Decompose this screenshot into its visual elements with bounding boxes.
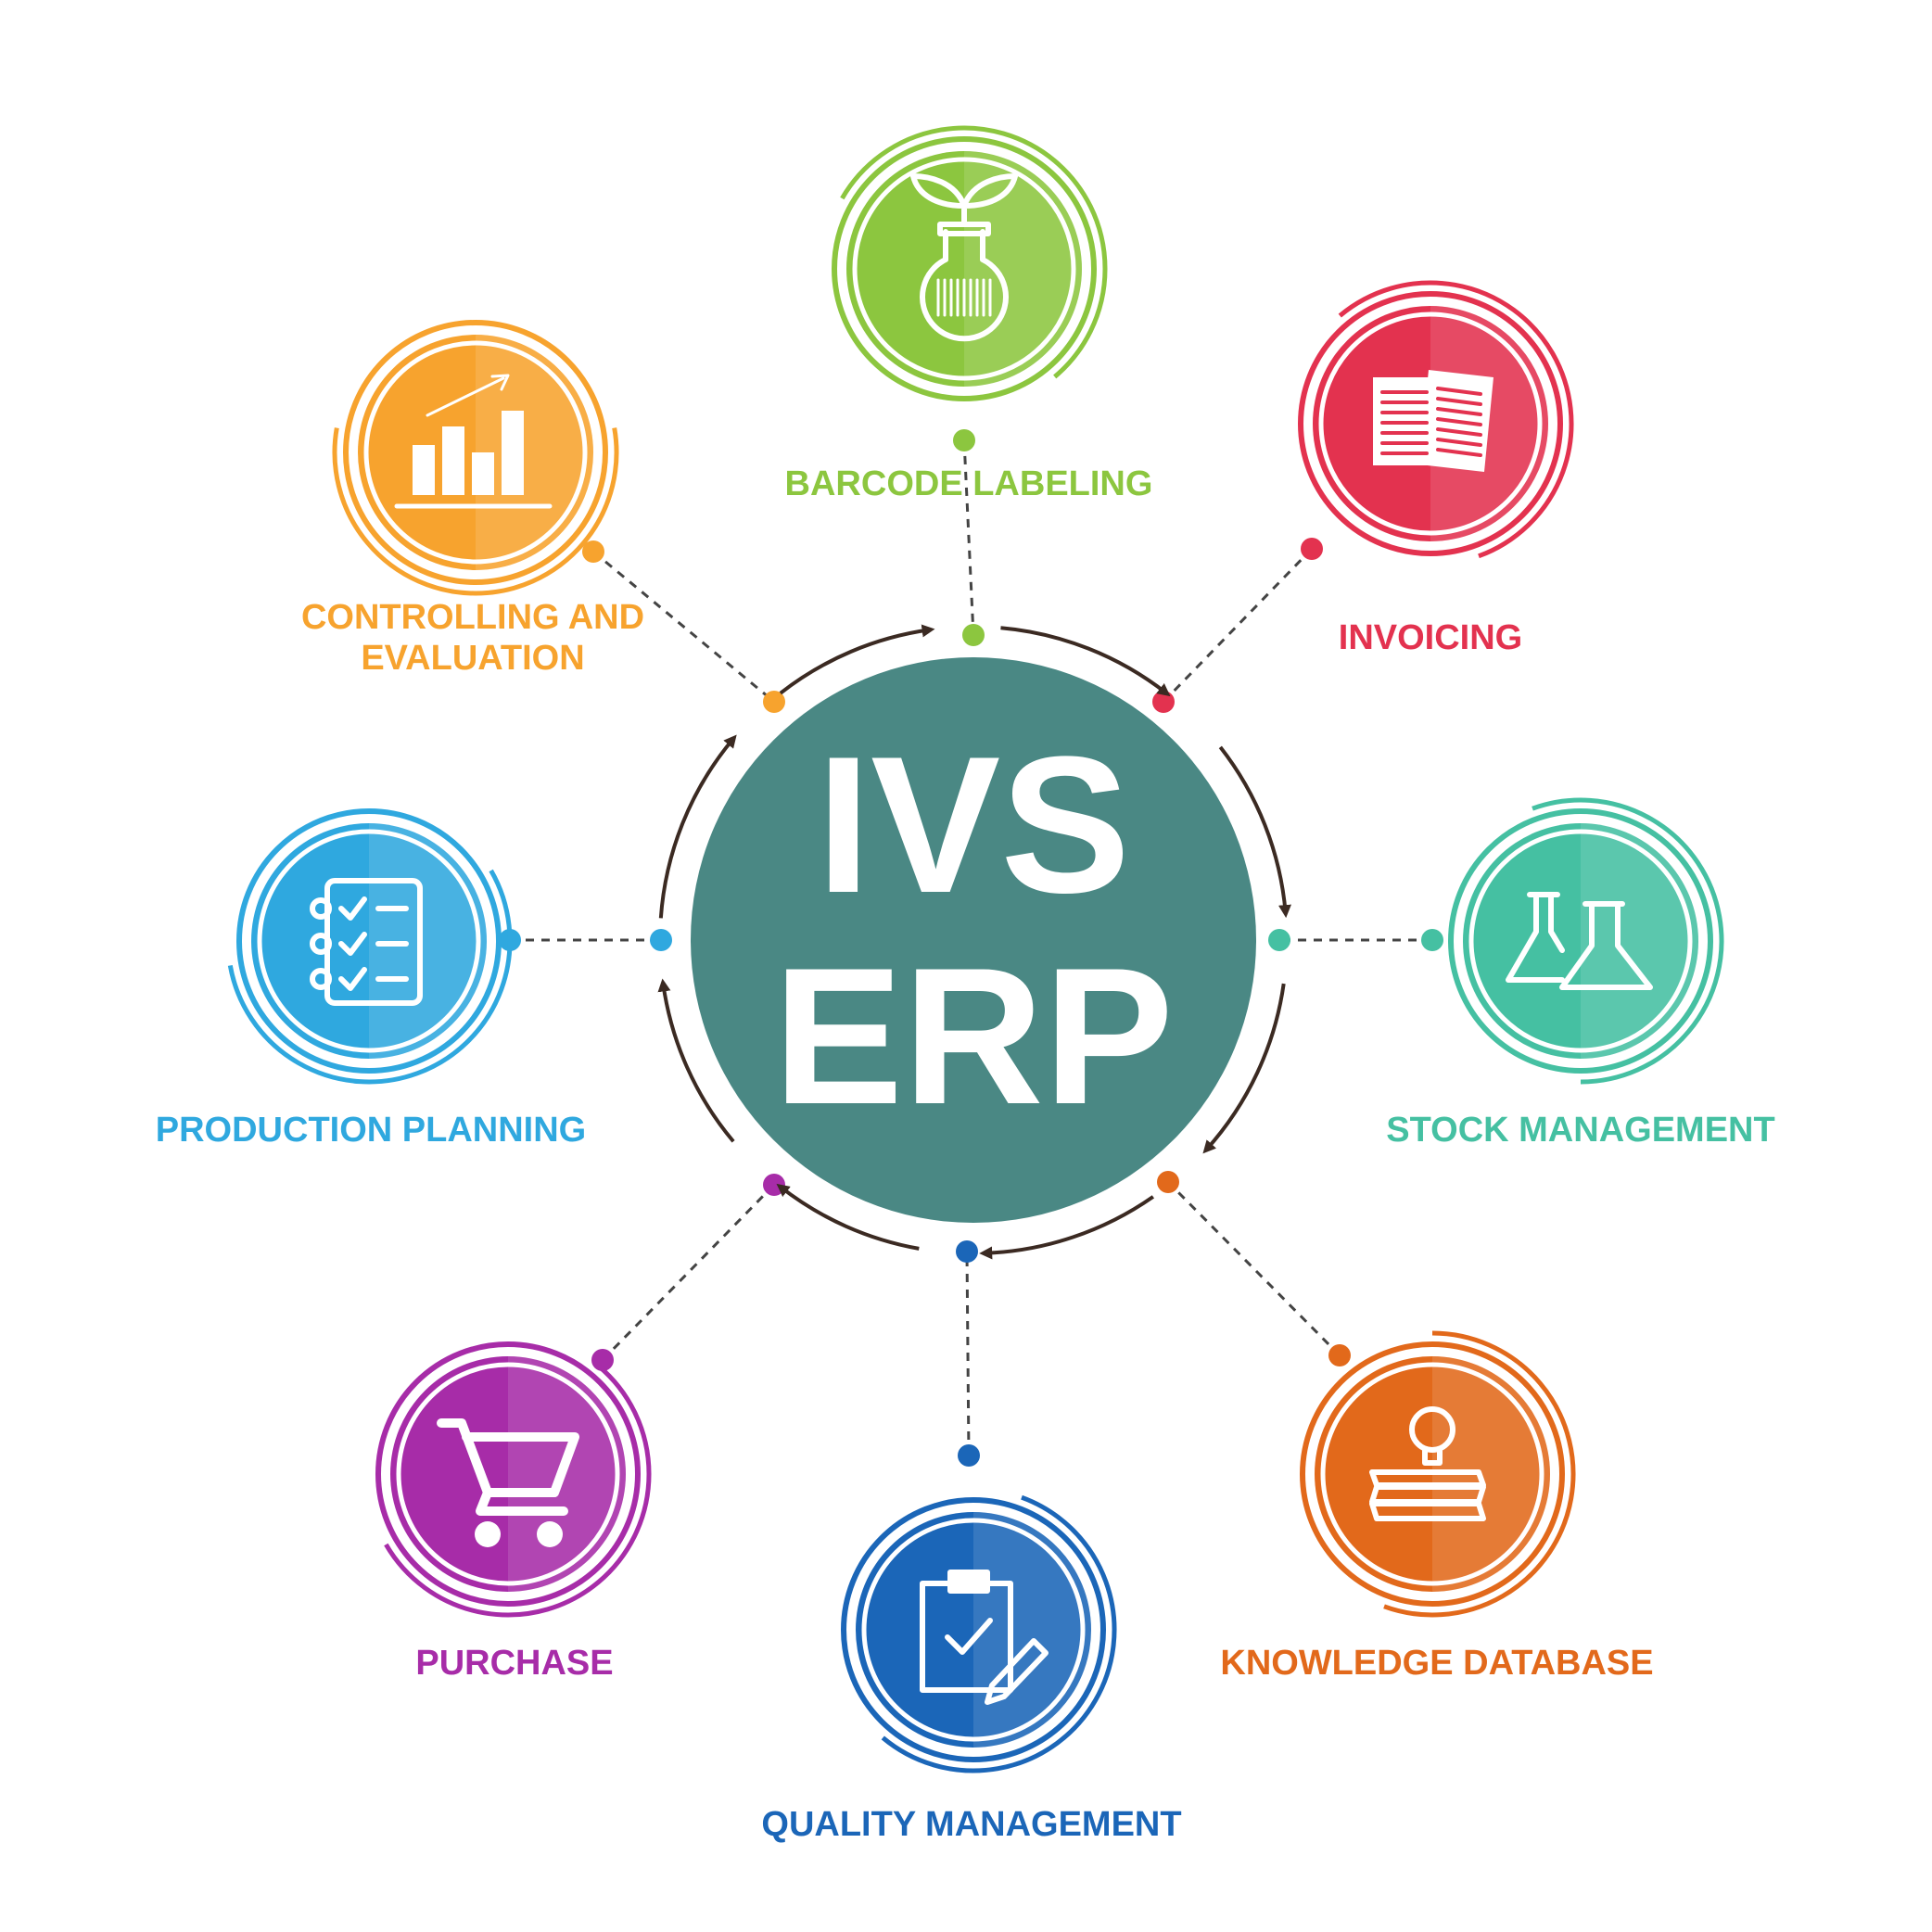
quality-hub-dot [956, 1240, 978, 1263]
invoicing-hub-dot [1152, 691, 1175, 713]
invoicing-inner-ring [1318, 311, 1543, 536]
quality-module[interactable]: QUALITY MANAGEMENT [761, 1494, 1182, 1844]
stock-highlight [1581, 823, 1698, 1059]
barcode-label: BARCODE LABELING [785, 464, 1153, 503]
invoicing-module[interactable]: INVOICING [1298, 280, 1574, 657]
stock-inner-ring [1468, 829, 1693, 1053]
cycle-arrow [1218, 745, 1291, 919]
controlling-label-line1: CONTROLLING AND [301, 598, 644, 637]
cycle-arrows [657, 624, 1291, 1260]
stock-outer-ring [1448, 808, 1713, 1074]
quality-swirl-arc [881, 1494, 1117, 1773]
shopping-cart-icon [437, 1418, 579, 1547]
knowledge-node-dot [1328, 1344, 1351, 1366]
controlling-outer-ring [343, 320, 608, 585]
knowledge-module[interactable]: KNOWLEDGE DATABASE [1220, 1330, 1654, 1683]
stock-module[interactable]: STOCK MANAGEMENT [1386, 797, 1775, 1150]
purchase-connector-line [601, 1183, 776, 1362]
controlling-label-line2: EVALUATION [361, 639, 584, 678]
purchase-label: PURCHASE [415, 1644, 613, 1683]
documents-icon [1373, 370, 1493, 472]
knowledge-inner-ring [1320, 1362, 1544, 1586]
production-module[interactable]: PRODUCTION PLANNING [156, 808, 586, 1150]
barcode-swirl-arc [840, 125, 1108, 379]
flasks-icon [1506, 892, 1653, 990]
cycle-arrow [657, 978, 735, 1143]
production-outer-ring [236, 808, 502, 1074]
purchase-filled-circle [390, 1356, 626, 1592]
books-lightbulb-icon [1369, 1406, 1486, 1521]
clipboard-check-icon [920, 1570, 1049, 1705]
quality-filled-circle [856, 1512, 1091, 1748]
controlling-hub-dot [763, 691, 785, 713]
cycle-arrow [658, 734, 737, 919]
controlling-highlight [476, 335, 593, 570]
purchase-inner-ring [396, 1362, 620, 1586]
cycle-arrow [776, 1183, 920, 1251]
controlling-node-dot [582, 540, 604, 563]
quality-inner-ring [861, 1518, 1086, 1742]
invoicing-swirl-arc [1338, 280, 1574, 559]
quality-connector-line [965, 1251, 971, 1456]
production-label: PRODUCTION PLANNING [156, 1111, 586, 1150]
flask-barcode-icon [910, 173, 1018, 342]
barcode-hub-dot [962, 624, 985, 646]
knowledge-swirl-arc [1383, 1330, 1576, 1618]
stock-node-dot [1421, 929, 1443, 951]
cycle-arrow [1202, 983, 1286, 1154]
cycle-arrow [979, 1195, 1155, 1260]
invoicing-highlight [1430, 306, 1548, 541]
barcode-connector-line [962, 439, 975, 636]
purchase-swirl-arc [384, 1364, 652, 1618]
controlling-swirl-arc [332, 427, 619, 596]
controlling-connector-line [592, 550, 775, 704]
knowledge-hub-dot [1157, 1171, 1179, 1193]
bar-chart-icon [394, 374, 553, 509]
invoicing-node-dot [1301, 538, 1323, 560]
purchase-outer-ring [375, 1341, 641, 1607]
purchase-hub-dot [763, 1174, 785, 1196]
cycle-arrow [1000, 626, 1171, 697]
stock-hub-dot [1268, 929, 1290, 951]
stock-swirl-arc [1532, 797, 1724, 1085]
knowledge-connector-line [1166, 1180, 1341, 1357]
barcode-module[interactable]: BARCODE LABELING [785, 125, 1153, 503]
invoicing-label: INVOICING [1339, 618, 1522, 657]
quality-node-dot [958, 1444, 980, 1467]
production-inner-ring [257, 829, 481, 1053]
purchase-node-dot [591, 1349, 614, 1371]
checklist-icon [310, 878, 423, 1006]
quality-label: QUALITY MANAGEMENT [761, 1805, 1181, 1844]
barcode-inner-ring [852, 157, 1076, 381]
invoicing-connector-line [1162, 547, 1314, 704]
production-hub-dot [650, 929, 672, 951]
quality-outer-ring [841, 1497, 1106, 1762]
hub-title-line2: ERP [773, 927, 1174, 1145]
production-swirl-arc [227, 869, 513, 1085]
knowledge-label: KNOWLEDGE DATABASE [1220, 1644, 1653, 1683]
invoicing-outer-ring [1298, 291, 1563, 556]
hub-title-line1: IVS [817, 716, 1130, 934]
erp-hub-circle [691, 657, 1256, 1223]
production-filled-circle [251, 823, 487, 1059]
purchase-module[interactable]: PURCHASE [375, 1341, 652, 1683]
stock-filled-circle [1463, 823, 1698, 1059]
barcode-node-dot [953, 429, 975, 451]
knowledge-highlight [1432, 1356, 1550, 1592]
module-nodes: BARCODE LABELING INVOICING STOCK MANAGEMEN… [156, 125, 1775, 1844]
barcode-outer-ring [832, 136, 1097, 401]
cycle-arrow [779, 624, 935, 695]
barcode-filled-circle [846, 151, 1082, 387]
controlling-inner-ring [363, 340, 588, 565]
stock-label: STOCK MANAGEMENT [1386, 1111, 1774, 1150]
knowledge-outer-ring [1300, 1341, 1565, 1607]
